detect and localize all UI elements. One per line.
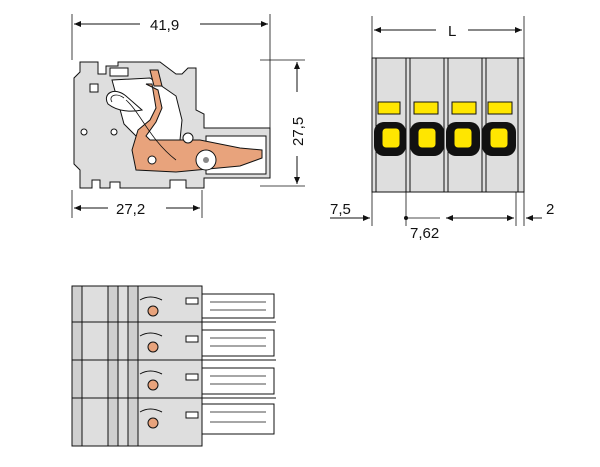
dimension-dot [404,216,408,220]
width-label: L [448,23,456,40]
pin-extension [201,403,275,435]
column-band [107,285,119,447]
rivet [80,128,88,136]
clamp-marker [147,417,159,429]
pin-rows [201,293,275,435]
clamp-marker [147,341,159,353]
wire-opening-inner [381,127,401,149]
clamp-eye-inner [110,94,125,103]
pin-extension [201,367,275,395]
depth-label: 27,2 [116,201,145,218]
notch-curve [139,332,163,337]
clamp-wire-path [125,99,177,161]
side-view: 41,9 27,5 27,2 [71,14,307,218]
clamp-marker [147,379,159,391]
tab [185,297,199,305]
wire-opening-inner [489,127,509,149]
top-slot [109,67,129,77]
rivet [147,155,157,165]
notch-curve [139,370,163,375]
clamp-eye [106,91,144,112]
latch-notch [89,83,99,93]
wire-opening-inner [453,127,473,149]
column-band [71,285,83,447]
notch-curve [139,408,163,413]
release-slot [451,101,477,115]
rivet [182,132,194,144]
clamp-marker [147,305,159,317]
tab [185,373,199,381]
tab [185,335,199,343]
rivet [110,128,118,136]
front-view: L 7,5 7,62 2 [330,16,554,242]
overall-length-label: 41,9 [150,17,179,34]
release-slot [487,101,513,115]
pole-modules [374,57,519,193]
height-label: 27,5 [290,117,307,146]
top-view [71,285,276,447]
column-band [127,285,139,447]
pitch-label: 7,62 [410,225,439,242]
left-offset-label: 7,5 [330,201,351,218]
pin-extension [201,293,275,319]
release-slot [377,101,401,115]
notch-curve [139,296,163,301]
clamp-tab [149,69,163,87]
right-offset-label: 2 [546,201,554,218]
tab [185,411,199,419]
pivot-center [203,157,209,163]
release-slot [413,101,439,115]
pin-extension [201,329,275,357]
wire-opening-inner [417,127,437,149]
